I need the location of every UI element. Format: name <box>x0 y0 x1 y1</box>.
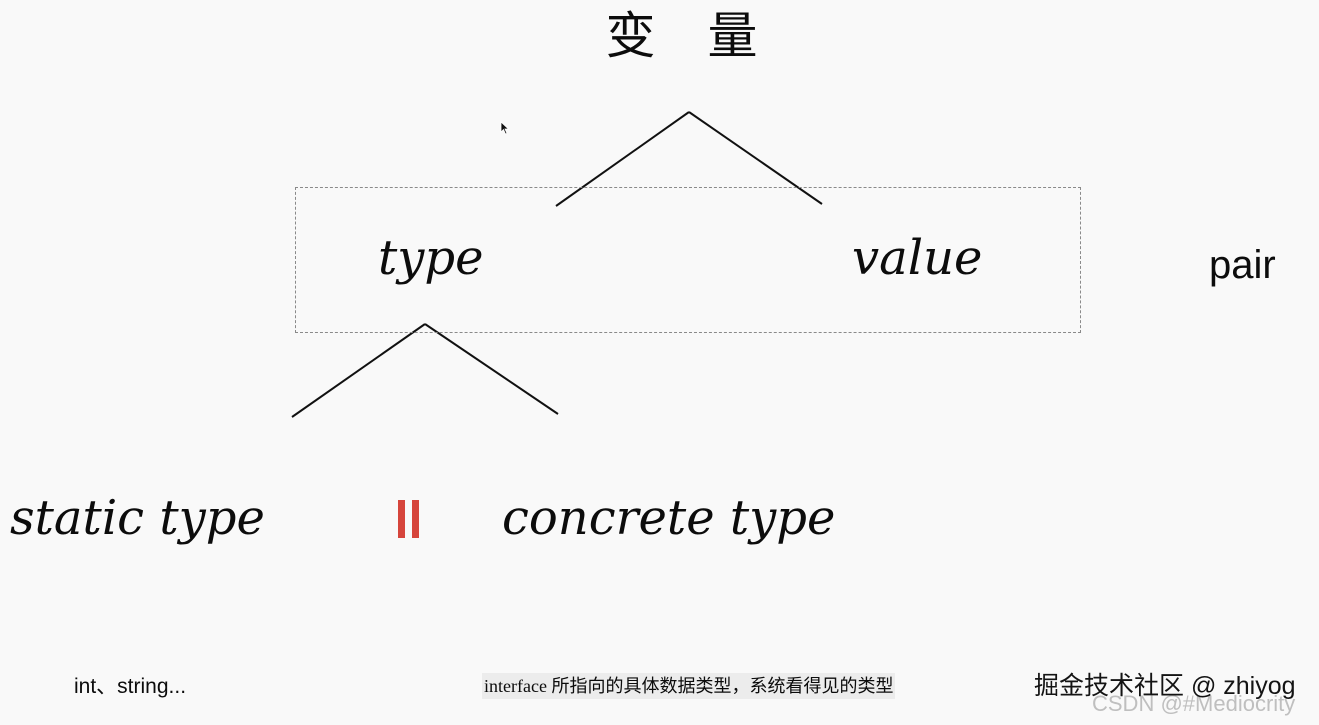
static-type-label: static type <box>10 490 265 546</box>
concrete-type-caption: interface 所指向的具体数据类型，系统看得见的类型 <box>482 673 896 699</box>
concrete-type-label: concrete type <box>502 490 836 546</box>
static-type-examples: int、string... <box>74 675 187 698</box>
parallel-divider-icon <box>398 500 422 538</box>
root-node-label: 变 量 <box>605 7 776 65</box>
connector-type-to-concrete <box>424 323 559 415</box>
type-node-label: type <box>378 230 484 286</box>
mouse-pointer-icon <box>500 121 510 135</box>
juejin-credit: 掘金技术社区 @ zhiyog <box>1034 672 1296 700</box>
connector-root-to-type <box>555 111 690 207</box>
pair-grouping-box <box>295 187 1081 333</box>
value-node-label: value <box>852 230 983 286</box>
connector-type-to-static <box>291 323 426 418</box>
divider-bar <box>412 500 419 538</box>
csdn-watermark: CSDN @#Mediocrity <box>1092 691 1296 716</box>
connector-root-to-value <box>688 111 823 205</box>
pair-label: pair <box>1209 243 1276 287</box>
divider-bar <box>398 500 405 538</box>
